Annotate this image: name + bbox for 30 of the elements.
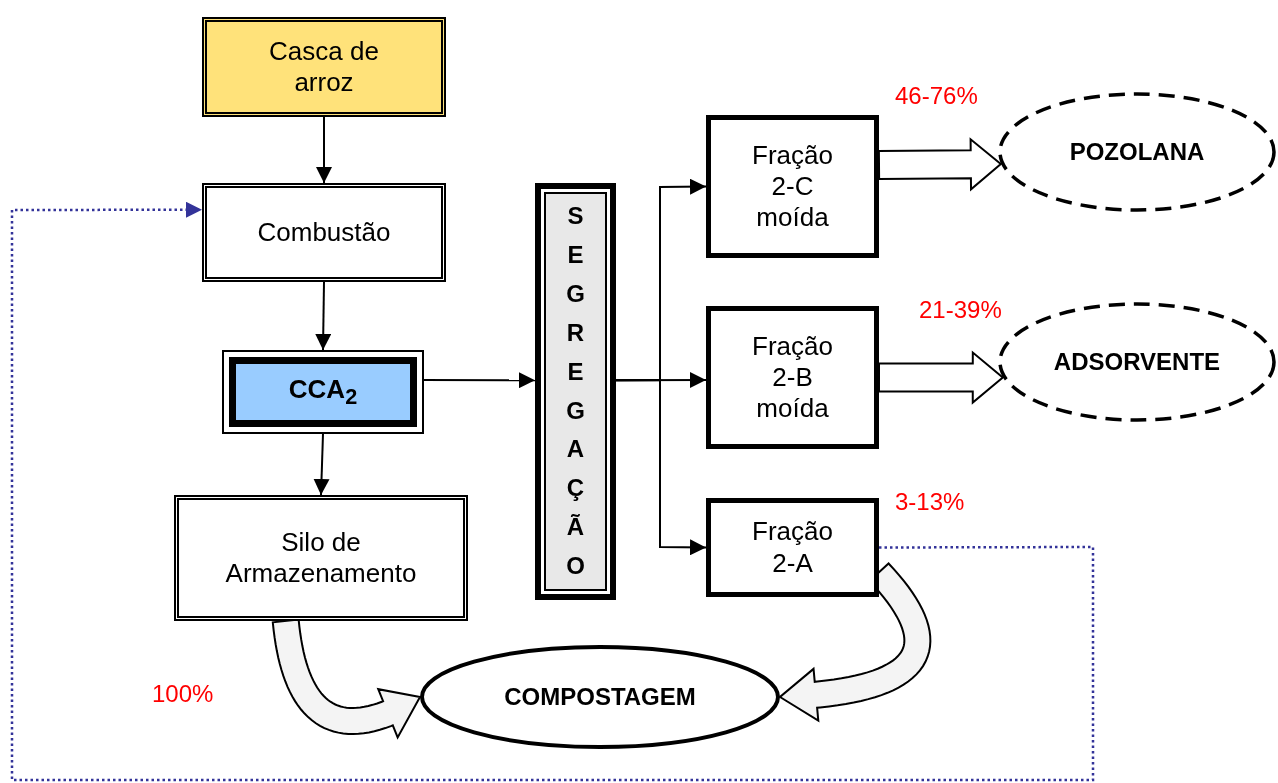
node-label: Fração 2-C moída [751, 139, 834, 234]
arrow [615, 379, 707, 556]
vertical-process-bar [535, 183, 616, 600]
block-arrow [878, 350, 1005, 405]
node-label: CCA$_{2}$ [288, 373, 358, 411]
process-box [706, 115, 879, 258]
node-label: ADSORVENTE [1053, 347, 1221, 377]
arrow [315, 281, 332, 351]
process-box [174, 495, 468, 621]
process-box [202, 183, 446, 282]
process-box [202, 17, 446, 117]
dotted-arrow [10, 201, 1095, 782]
arrow [423, 372, 536, 389]
node-label: POZOLANA [1069, 137, 1205, 167]
arrow [313, 433, 330, 496]
block-arrow [877, 137, 1003, 192]
product-ellipse [998, 92, 1276, 212]
process-ellipse [420, 645, 780, 749]
vertical-label: SEGREGAÇÃO [565, 201, 586, 581]
process-box [706, 306, 879, 449]
node-label: COMPOSTAGEM [504, 682, 696, 712]
node-label: Silo de Armazenamento [224, 526, 418, 590]
node-label: Fração 2-B moída [751, 330, 834, 425]
process-box [706, 498, 879, 597]
node-label: Combustão [256, 216, 392, 249]
node-label: Fração 2-A [751, 516, 834, 579]
process-box [222, 350, 424, 434]
curved-block-arrow [271, 618, 422, 740]
arrow [316, 116, 332, 184]
node-label: Casca de arroz [268, 35, 380, 99]
